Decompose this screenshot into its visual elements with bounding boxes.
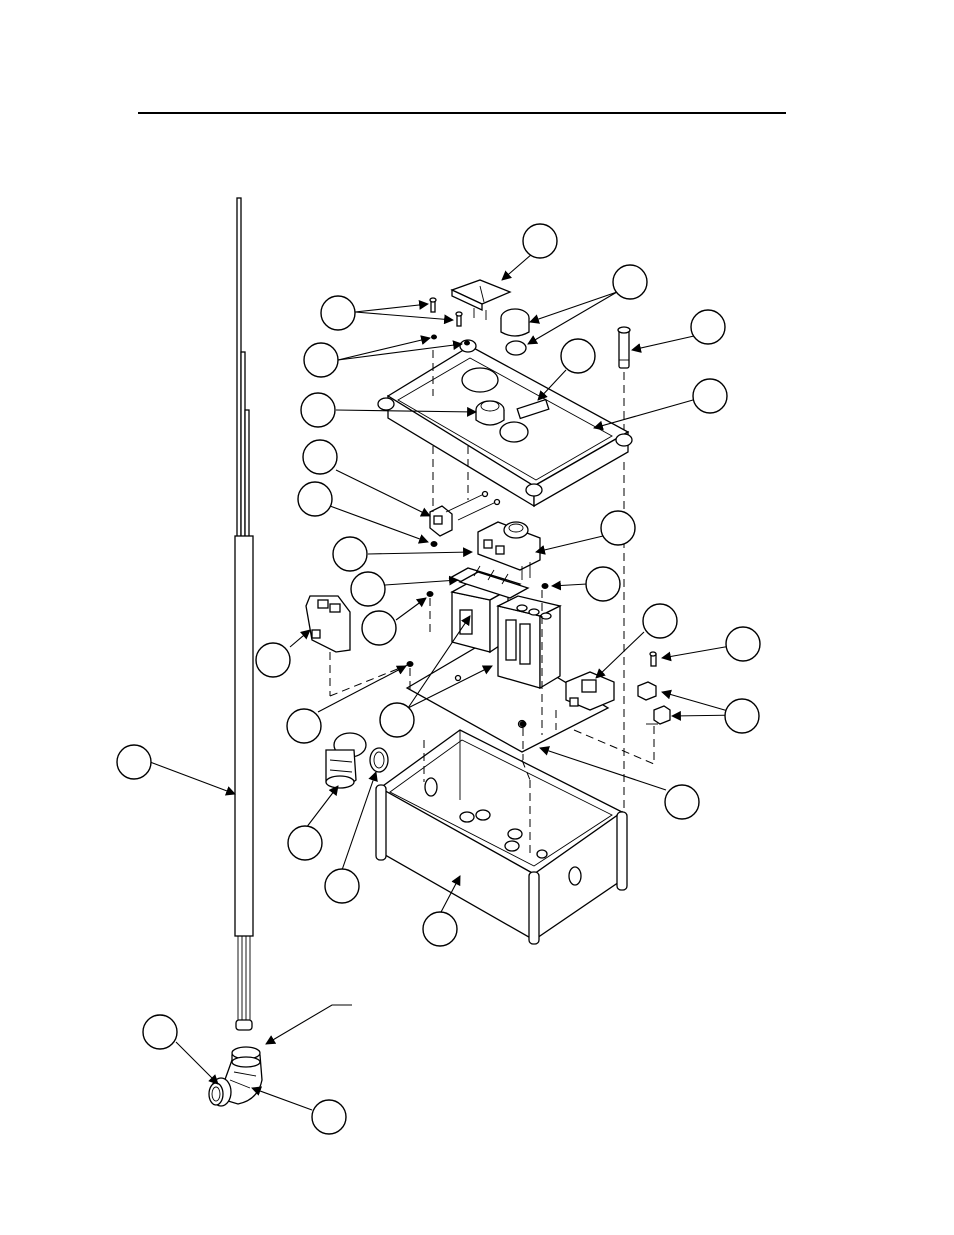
push-button-top: [476, 401, 504, 425]
contact-block-right: [478, 522, 540, 580]
callout-balloon: [351, 572, 385, 606]
callout-balloon: [693, 379, 727, 413]
mushroom-button: [501, 309, 529, 355]
strain-relief-elbow: [209, 1047, 262, 1106]
callout-balloon: [256, 643, 290, 677]
pendant-cable: [235, 198, 253, 1030]
callout-balloon: [691, 310, 725, 344]
callout-balloon: [287, 709, 321, 743]
callout-balloon: [665, 785, 699, 819]
callout-balloon: [523, 224, 557, 258]
callout-balloon: [380, 703, 414, 737]
callout-balloon: [303, 440, 337, 474]
callout-balloon: [304, 343, 338, 377]
enclosure-box: [376, 730, 627, 944]
callout-balloon: [333, 537, 367, 571]
callout-balloon: [423, 912, 457, 946]
callout-balloon: [325, 869, 359, 903]
contactor-right: [498, 596, 560, 688]
callout-balloon: [643, 604, 677, 638]
callout-balloon: [586, 567, 620, 601]
terminal-blocks: [638, 682, 670, 724]
callout-balloon: [288, 826, 322, 860]
callout-balloon: [298, 482, 332, 516]
callout-balloon: [312, 1100, 346, 1134]
callout-balloon: [301, 393, 335, 427]
small-screws-top: [430, 298, 470, 345]
callout-balloon: [725, 699, 759, 733]
overload-relay: [566, 672, 614, 710]
locknut: [370, 748, 388, 772]
enclosure-lid: [378, 340, 632, 506]
callout-balloon: [601, 511, 635, 545]
callout-balloon: [143, 1015, 177, 1049]
callout-balloon: [362, 611, 396, 645]
callout-balloon: [561, 339, 595, 373]
lid-screw: [618, 327, 630, 368]
auxiliary-block: [306, 596, 350, 652]
callout-balloon: [321, 296, 355, 330]
conduit-coupling: [326, 733, 366, 788]
callout-balloon: [613, 265, 647, 299]
callout-balloon: [117, 745, 151, 779]
callout-balloon: [726, 627, 760, 661]
